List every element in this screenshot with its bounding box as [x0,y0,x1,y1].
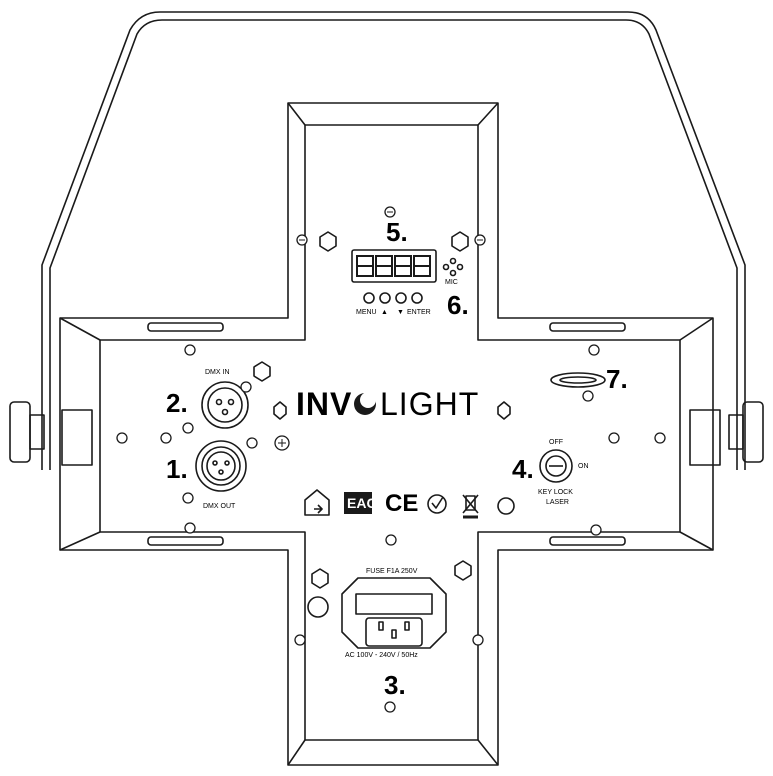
eac-mark [344,492,372,514]
approval-circle-icon [497,497,515,515]
knob-right [689,401,764,466]
callout-2: 2. [166,388,188,418]
fuse-label: FUSE F1A 250V [366,568,418,575]
mounting-bracket-inner [49,19,738,470]
callout-7: 7. [606,364,628,394]
menu-button [363,292,375,304]
up-label: ▲ [381,309,388,316]
enter-label: ENTER [407,309,431,316]
logo-text-bold: INV [296,386,353,422]
logo-o-symbol [354,392,376,415]
hex-nut [253,361,271,382]
callout-6: 6. [447,290,469,320]
up-button [379,292,391,304]
ce-mark: CE [385,490,419,517]
callout-4: 4. [512,454,534,484]
menu-label: MENU [356,309,377,316]
enter-button [411,292,423,304]
ground-symbol [307,596,329,618]
dmx-out-connector [195,440,247,492]
vent-right-top [549,322,626,332]
weee-bin-icon [465,495,476,511]
laser-label: LASER [546,499,569,506]
key-off-label: OFF [549,439,563,446]
logo-text-light: LIGHT [380,386,480,422]
hex-nut [319,231,337,252]
vent-left-bottom [147,536,224,546]
safety-hook [550,372,606,388]
callout-1: 1. [166,454,188,484]
callout-5: 5. [386,217,408,247]
dmx-out-label: DMX OUT [203,503,236,510]
ac-label: AC 100V - 240V / 50Hz [345,652,418,659]
key-on-label: ON [578,463,589,470]
callout-3: 3. [384,670,406,700]
knob-left [9,401,93,466]
dmx-in-label: DMX IN [205,369,230,376]
home-icon [304,489,330,516]
dmx-in-connector [201,381,249,429]
rohs-check-icon [427,494,447,514]
mic-label: MIC [445,279,458,286]
hex-nut [273,401,287,420]
hex-nut [497,401,511,420]
vent-left-top [147,322,224,332]
down-button [395,292,407,304]
hex-nut [454,560,472,581]
key-lock-switch [539,449,573,483]
screws [116,206,666,713]
power-inlet-module [341,577,447,649]
hex-nut [311,568,329,589]
vent-right-bottom [549,536,626,546]
led-digits [356,255,431,277]
eac-text: EAC [347,495,377,511]
hex-nut [451,231,469,252]
mounting-bracket [41,11,746,470]
down-label: ▼ [397,309,404,316]
led-display [351,249,437,283]
key-lock-label: KEY LOCK [538,489,573,496]
